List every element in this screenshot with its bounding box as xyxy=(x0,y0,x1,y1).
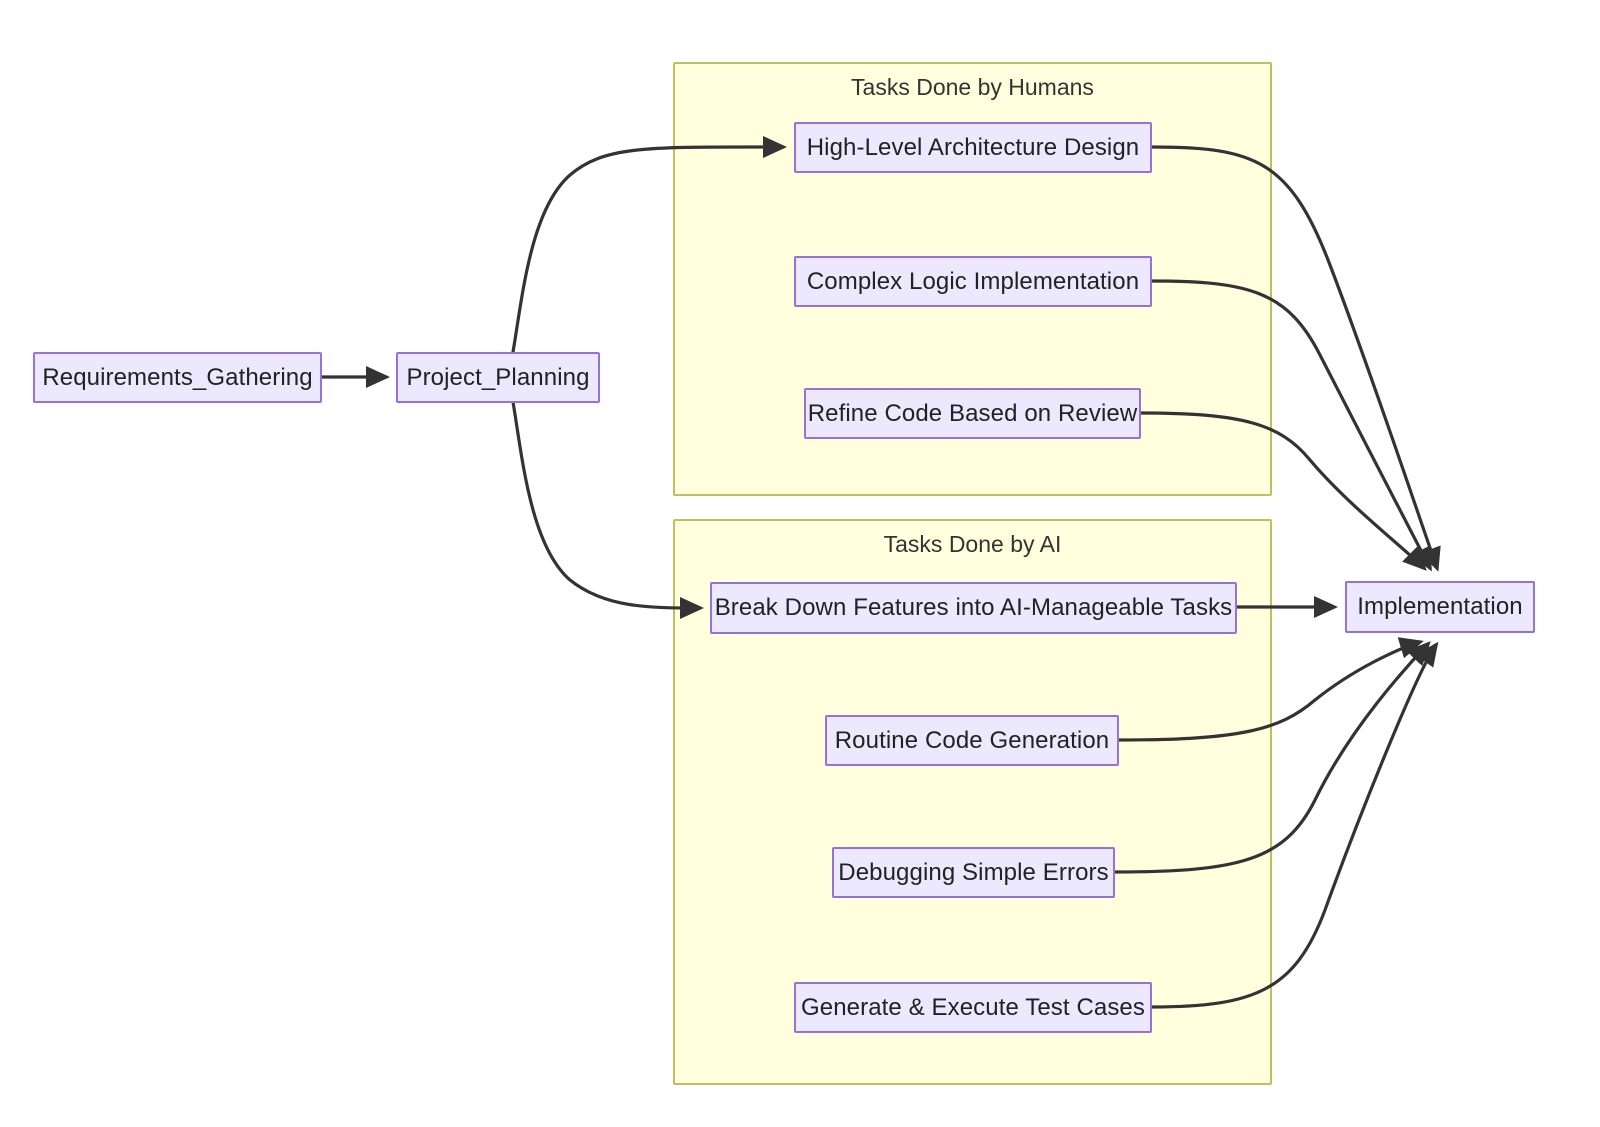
edge-test-cases-to-implementation xyxy=(1150,641,1439,1009)
edge-routine-code-to-implementation xyxy=(1116,637,1424,742)
node-label-high-level-architecture-design: High-Level Architecture Design xyxy=(806,133,1140,161)
node-label-debugging-simple-errors: Debugging Simple Errors xyxy=(838,858,1109,886)
node-break-down-features[interactable]: Break Down Features into AI-Manageable T… xyxy=(710,582,1237,634)
cluster-label-ai: Tasks Done by AI xyxy=(883,531,1062,557)
node-refine-code-based-on-review[interactable]: Refine Code Based on Review xyxy=(804,388,1141,439)
node-label-requirements-gathering: Requirements_Gathering xyxy=(42,363,313,391)
node-complex-logic-implementation[interactable]: Complex Logic Implementation xyxy=(794,256,1152,307)
edge-complex-logic-to-implementation xyxy=(1150,279,1432,572)
edge-refine-code-to-implementation xyxy=(1138,411,1427,571)
node-label-refine-code-based-on-review: Refine Code Based on Review xyxy=(807,399,1138,427)
node-label-break-down-features: Break Down Features into AI-Manageable T… xyxy=(714,594,1233,621)
node-label-generate-execute-test-cases: Generate & Execute Test Cases xyxy=(801,993,1145,1021)
node-label-routine-code-generation: Routine Code Generation xyxy=(834,726,1110,754)
node-routine-code-generation[interactable]: Routine Code Generation xyxy=(825,715,1119,766)
node-generate-execute-test-cases[interactable]: Generate & Execute Test Cases xyxy=(794,982,1152,1033)
cluster-label-humans: Tasks Done by Humans xyxy=(851,74,1094,100)
edge-planning-to-architecture xyxy=(511,135,787,354)
edge-architecture-to-implementation xyxy=(1150,145,1441,572)
node-label-implementation: Implementation xyxy=(1357,593,1523,620)
node-project-planning[interactable]: Project_Planning xyxy=(396,352,600,403)
node-requirements-gathering[interactable]: Requirements_Gathering xyxy=(33,352,322,403)
node-label-complex-logic-implementation: Complex Logic Implementation xyxy=(806,267,1140,295)
edge-debugging-to-implementation xyxy=(1112,641,1431,874)
node-high-level-architecture-design[interactable]: High-Level Architecture Design xyxy=(794,122,1152,173)
node-implementation[interactable]: Implementation xyxy=(1345,581,1535,633)
node-label-project-planning: Project_Planning xyxy=(406,363,590,391)
edge-planning-to-breakdown xyxy=(511,400,704,619)
node-debugging-simple-errors[interactable]: Debugging Simple Errors xyxy=(832,847,1115,898)
